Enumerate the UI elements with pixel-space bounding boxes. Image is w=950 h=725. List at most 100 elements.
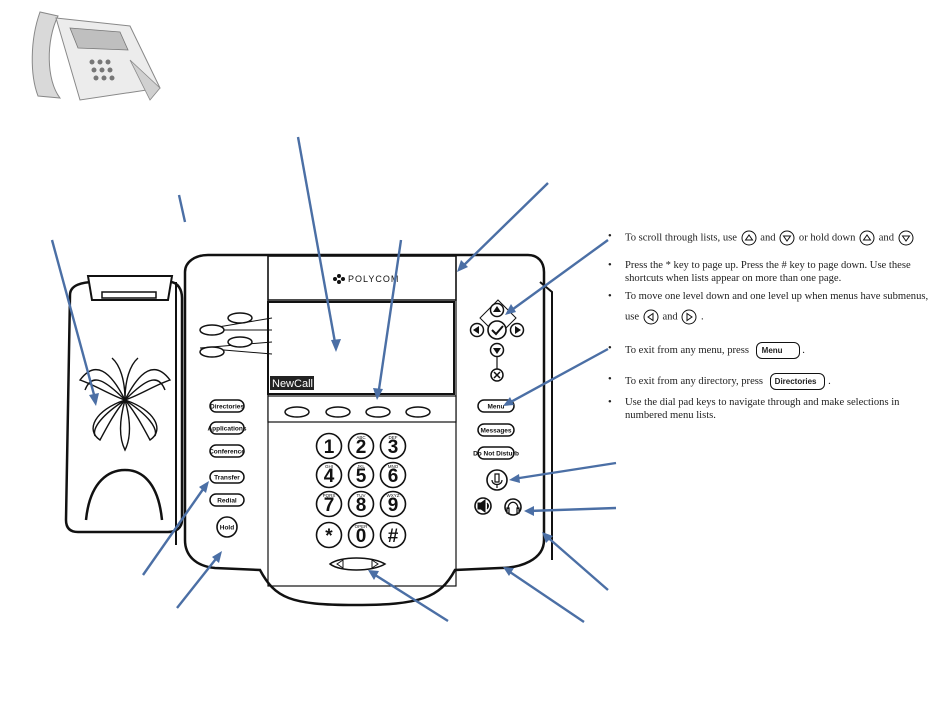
speaker-grille bbox=[78, 357, 172, 452]
bullet: • bbox=[608, 343, 612, 354]
softkey-1[interactable] bbox=[284, 406, 310, 418]
instruction-exit-dir: • To exit from any directory, press Dire… bbox=[608, 373, 940, 391]
nav-select-button[interactable] bbox=[487, 320, 507, 340]
applications-button[interactable]: Applications bbox=[207, 421, 247, 435]
line-key-1[interactable] bbox=[227, 312, 253, 324]
transfer-button[interactable]: Transfer bbox=[209, 470, 245, 484]
dial-key-number: 0 bbox=[356, 526, 367, 547]
messages-button-label: Messages bbox=[480, 428, 511, 435]
do-not-disturb-button[interactable]: Do Not Disturb bbox=[473, 446, 519, 460]
dial-key[interactable]: 1 bbox=[315, 432, 343, 460]
scroll-up-key-icon-2 bbox=[859, 230, 875, 246]
instruction-page-text: Press the * key to page up. Press the # … bbox=[625, 260, 911, 284]
hold-button-label: Hold bbox=[220, 525, 234, 532]
left-key-icon bbox=[643, 309, 659, 325]
softkey-3[interactable] bbox=[365, 406, 391, 418]
scroll-down-key-icon-2 bbox=[898, 230, 914, 246]
headset-button[interactable] bbox=[504, 498, 522, 516]
redial-button-label: Redial bbox=[217, 498, 237, 505]
softkey-2[interactable] bbox=[325, 406, 351, 418]
scroll-text-a: To scroll through lists, use bbox=[625, 232, 737, 244]
dial-key-number: 7 bbox=[324, 495, 335, 516]
microphone-icon bbox=[491, 473, 503, 488]
instruction-scroll: • To scroll through lists, use and or ho… bbox=[608, 230, 940, 246]
dial-key-letters: DEF bbox=[389, 435, 398, 440]
transfer-button-label: Transfer bbox=[214, 475, 240, 482]
menu-button[interactable]: Menu bbox=[477, 399, 515, 413]
nav-up-button[interactable] bbox=[489, 302, 505, 318]
do-not-disturb-button-label: Do Not Disturb bbox=[473, 451, 519, 458]
dial-key-number: 6 bbox=[388, 466, 399, 487]
bullet: • bbox=[608, 231, 612, 242]
dial-key[interactable]: # bbox=[379, 521, 407, 549]
dial-key-number: 1 bbox=[324, 437, 335, 458]
instruction-submenu: • To move one level down and one level u… bbox=[608, 290, 940, 326]
nav-down-button[interactable] bbox=[489, 342, 505, 358]
line-key-3[interactable] bbox=[227, 336, 253, 348]
softkey-label-bg bbox=[270, 376, 314, 390]
bullet: • bbox=[608, 260, 612, 271]
mute-button[interactable] bbox=[486, 469, 508, 491]
submenu-text-use: use bbox=[625, 311, 640, 323]
applications-button-label: Applications bbox=[207, 426, 246, 433]
dial-key-letters: GHI bbox=[325, 464, 333, 469]
instruction-dialpad-text: Use the dial pad keys to navigate throug… bbox=[625, 397, 900, 421]
dial-key-letters: WXYZ bbox=[387, 493, 400, 498]
dial-key-number: # bbox=[388, 526, 399, 547]
instruction-exit-menu-text: To exit from any menu, press Menu . bbox=[625, 342, 940, 359]
scroll-text-and: and bbox=[760, 232, 776, 244]
instruction-scroll-text: To scroll through lists, use and or hold… bbox=[625, 230, 940, 246]
dial-key-letters: OPER bbox=[355, 524, 369, 529]
redial-button[interactable]: Redial bbox=[209, 493, 245, 507]
exit-menu-period: . bbox=[802, 344, 805, 356]
speakerphone-button[interactable] bbox=[474, 497, 492, 515]
dial-key-number: 4 bbox=[324, 466, 335, 487]
scroll-down-key-icon bbox=[779, 230, 795, 246]
dial-key-number: 5 bbox=[356, 466, 367, 487]
dial-key-number: 8 bbox=[356, 495, 367, 516]
line-key-4[interactable] bbox=[199, 346, 225, 358]
check-icon bbox=[491, 325, 504, 336]
softkey-4[interactable] bbox=[405, 406, 431, 418]
nav-left-button[interactable] bbox=[469, 322, 485, 338]
exit-dir-text: To exit from any directory, press bbox=[625, 375, 764, 387]
brand-label: POLYCOM bbox=[348, 274, 399, 284]
line-key-2[interactable] bbox=[199, 324, 225, 336]
instruction-dialpad: • Use the dial pad keys to navigate thro… bbox=[608, 396, 940, 424]
callout-arrows bbox=[50, 136, 617, 623]
dial-key-number: 2 bbox=[356, 437, 367, 458]
instruction-exit-menu: • To exit from any menu, press Menu . bbox=[608, 342, 940, 360]
conference-button[interactable]: Conference bbox=[209, 444, 245, 458]
directories-button[interactable]: Directories bbox=[209, 399, 245, 413]
submenu-period: . bbox=[701, 311, 704, 323]
messages-button[interactable]: Messages bbox=[477, 423, 515, 437]
instruction-exit-dir-text: To exit from any directory, press Direct… bbox=[625, 373, 940, 390]
dial-key[interactable]: * bbox=[315, 521, 343, 549]
nav-right-button[interactable] bbox=[509, 322, 525, 338]
directories-key-icon: Directories bbox=[769, 373, 826, 390]
hold-button[interactable]: Hold bbox=[216, 516, 238, 538]
directories-button-label: Directories bbox=[210, 404, 244, 411]
volume-key[interactable] bbox=[328, 557, 387, 571]
scroll-text-b: or hold down bbox=[798, 232, 856, 244]
dial-key-letters: PQRS bbox=[323, 493, 336, 498]
phone-thumbnail bbox=[31, 11, 161, 101]
dial-key-number: 9 bbox=[388, 495, 399, 516]
softkey-label: NewCall bbox=[272, 378, 313, 390]
submenu-text-and: and bbox=[662, 311, 678, 323]
instruction-page: • Press the * key to page up. Press the … bbox=[608, 259, 940, 287]
scroll-up-key-icon bbox=[741, 230, 757, 246]
volume-down-icon bbox=[336, 559, 344, 569]
dial-key-letters: ABC bbox=[356, 435, 366, 440]
nav-cancel-button[interactable] bbox=[490, 368, 504, 382]
